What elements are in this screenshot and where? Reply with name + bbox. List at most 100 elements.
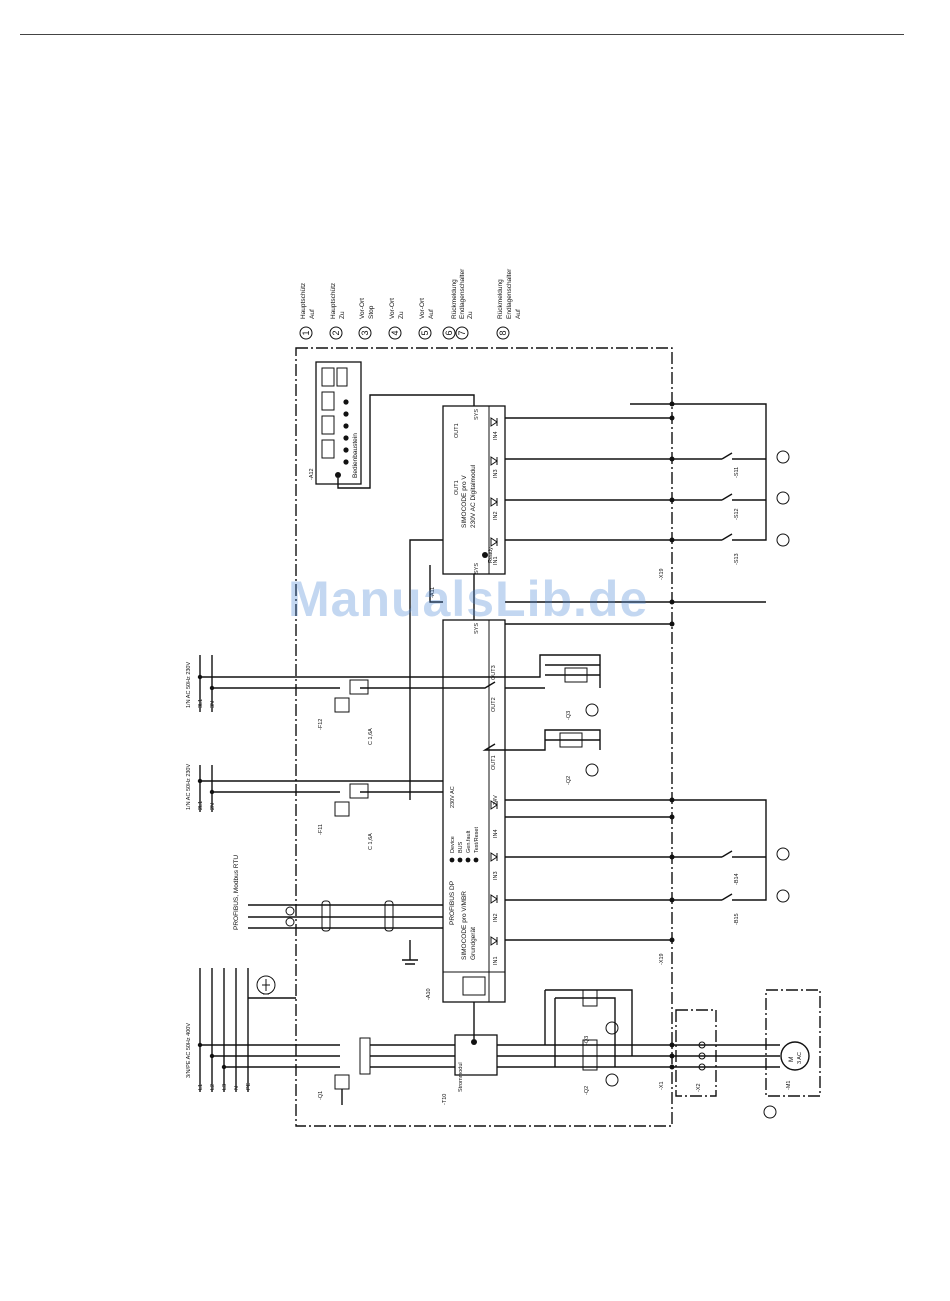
terminal-x2-frame <box>675 1009 717 1097</box>
input-markers <box>490 417 498 946</box>
svg-text:Test/Reset: Test/Reset <box>474 827 480 853</box>
supply-main: 3/N/PE AC 50Hz 400V L1 L2 L3 N PE <box>186 968 296 1092</box>
svg-text:L3: L3 <box>222 1084 228 1090</box>
field-marker-8 <box>776 847 790 861</box>
svg-text:OUT3: OUT3 <box>491 665 497 680</box>
page-header-rule <box>20 34 904 35</box>
svg-text:Endlagenschalter: Endlagenschalter <box>459 268 466 319</box>
svg-text:-Q3: -Q3 <box>584 1036 590 1045</box>
svg-text:Auf: Auf <box>428 309 435 319</box>
svg-text:Zu: Zu <box>339 311 346 319</box>
svg-text:24V: 24V <box>493 795 499 805</box>
supply-ctrl2: 1/N AC 50Hz 230V 3L1 3N -F12 C 1,6A <box>186 654 601 745</box>
operator-panel: Bedienbaustein -A12 <box>309 361 362 485</box>
svg-text:2L1: 2L1 <box>198 801 204 810</box>
svg-text:-X19: -X19 <box>659 568 665 580</box>
svg-text:-Q2: -Q2 <box>584 1086 590 1095</box>
svg-text:PE: PE <box>246 1082 252 1090</box>
cabinet-frame <box>295 347 673 1127</box>
svg-text:2: 2 <box>331 330 341 335</box>
power-path: -Q1 Strommodul -T10 -Q2 -Q3 -X1 -X2 <box>296 989 780 1105</box>
svg-text:2N: 2N <box>210 803 216 810</box>
svg-text:OUT1: OUT1 <box>491 755 497 770</box>
svg-text:3 AC: 3 AC <box>797 1052 803 1064</box>
svg-text:Strommodul: Strommodul <box>458 1062 464 1092</box>
svg-text:Gen.fault: Gen.fault <box>466 830 472 853</box>
motor-frame <box>765 989 821 1097</box>
svg-text:SIMOCODE pro V: SIMOCODE pro V <box>461 475 468 528</box>
legend-item-4: 4 Vor-Ort Zu <box>388 298 405 340</box>
svg-text:Device: Device <box>450 836 456 853</box>
svg-text:-T10: -T10 <box>442 1094 448 1105</box>
svg-text:1/N AC 50Hz 230V: 1/N AC 50Hz 230V <box>186 764 192 810</box>
svg-text:Stop: Stop <box>368 305 375 319</box>
svg-text:IN1: IN1 <box>493 956 499 965</box>
svg-text:IN4: IN4 <box>493 829 499 838</box>
svg-text:BUS: BUS <box>458 841 464 853</box>
svg-text:Ready: Ready <box>488 547 494 563</box>
profibus: PROFIBUS, Modbus RTU <box>233 855 443 965</box>
svg-text:Zu: Zu <box>467 311 474 319</box>
svg-text:-Q2: -Q2 <box>566 776 572 785</box>
svg-text:L1: L1 <box>198 1084 204 1090</box>
svg-text:3/N/PE AC 50Hz 400V: 3/N/PE AC 50Hz 400V <box>186 1023 192 1078</box>
svg-text:-X19: -X19 <box>659 953 665 965</box>
svg-text:1/N AC 50Hz 230V: 1/N AC 50Hz 230V <box>186 662 192 708</box>
svg-text:4: 4 <box>390 330 400 335</box>
svg-text:230V AC Digitalmodul: 230V AC Digitalmodul <box>470 464 477 528</box>
sys-cable-panel <box>337 394 475 489</box>
svg-text:IN2: IN2 <box>493 511 499 520</box>
contactor-coils: -Q2 -Q3 <box>482 664 601 785</box>
svg-text:IN1: IN1 <box>493 556 499 565</box>
svg-text:C 1,6A: C 1,6A <box>368 833 374 850</box>
svg-text:Vor-Ort: Vor-Ort <box>389 298 396 319</box>
svg-text:-S13: -S13 <box>734 553 740 565</box>
watermark: ManualsLib.de <box>288 571 649 627</box>
svg-text:M: M <box>788 1057 795 1062</box>
svg-text:Grundgerät: Grundgerät <box>470 927 477 960</box>
svg-text:Vor-Ort: Vor-Ort <box>359 298 366 319</box>
svg-text:OUT1: OUT1 <box>454 480 460 495</box>
basic-unit-leds: Device BUS Gen.fault Test/Reset <box>449 827 480 863</box>
svg-text:Rückmeldung: Rückmeldung <box>451 279 458 319</box>
legend-item-6: 6 <box>442 326 456 340</box>
svg-text:-X2: -X2 <box>696 1083 702 1092</box>
field-marker-7 <box>776 889 790 903</box>
legend-item-5: 5 Vor-Ort Auf <box>418 298 435 340</box>
svg-text:-X1: -X1 <box>659 1081 665 1090</box>
svg-text:-B15: -B15 <box>734 913 740 925</box>
svg-text:-A10: -A10 <box>426 988 432 1000</box>
legend-item-7: 7 Rückmeldung Endlagenschalter Zu <box>451 268 474 340</box>
svg-text:Auf: Auf <box>309 309 316 319</box>
svg-text:-M1: -M1 <box>786 1081 792 1090</box>
motor: M 3 AC -M1 <box>763 1041 810 1119</box>
svg-text:SYS: SYS <box>474 623 480 634</box>
svg-text:Auf: Auf <box>515 309 522 319</box>
svg-text:OUT1: OUT1 <box>454 423 460 438</box>
svg-text:PROFIBUS, Modbus RTU: PROFIBUS, Modbus RTU <box>233 855 240 930</box>
terminal-x19-lower: -X19 -B14 -B15 <box>505 797 767 965</box>
svg-text:8: 8 <box>498 330 508 335</box>
digital-module-supply <box>409 539 443 800</box>
svg-text:C 1,6A: C 1,6A <box>368 728 374 745</box>
svg-text:Hauptschütz: Hauptschütz <box>330 283 337 319</box>
legend-item-3: 3 Vor-Ort Stop <box>358 298 375 340</box>
svg-text:3N: 3N <box>210 701 216 708</box>
svg-text:3: 3 <box>360 330 370 335</box>
svg-text:7: 7 <box>457 330 467 335</box>
svg-text:-S12: -S12 <box>734 508 740 520</box>
svg-text:-F11: -F11 <box>318 824 324 835</box>
svg-text:Endlagenschalter: Endlagenschalter <box>506 268 513 319</box>
svg-text:1: 1 <box>301 330 311 335</box>
svg-text:SIMOCODE pro V/MBR: SIMOCODE pro V/MBR <box>461 891 468 960</box>
legend: 1 Hauptschütz Auf 2 Hauptschütz Zu 3 Vor… <box>299 268 522 340</box>
svg-text:5: 5 <box>420 330 430 335</box>
svg-text:-Q3: -Q3 <box>566 711 572 720</box>
svg-text:IN3: IN3 <box>493 469 499 478</box>
svg-text:IN4: IN4 <box>493 431 499 440</box>
svg-text:Bedienbaustein: Bedienbaustein <box>352 433 359 478</box>
svg-text:-A12: -A12 <box>309 468 315 480</box>
svg-text:Zu: Zu <box>398 311 405 319</box>
svg-text:OUT2: OUT2 <box>491 697 497 712</box>
